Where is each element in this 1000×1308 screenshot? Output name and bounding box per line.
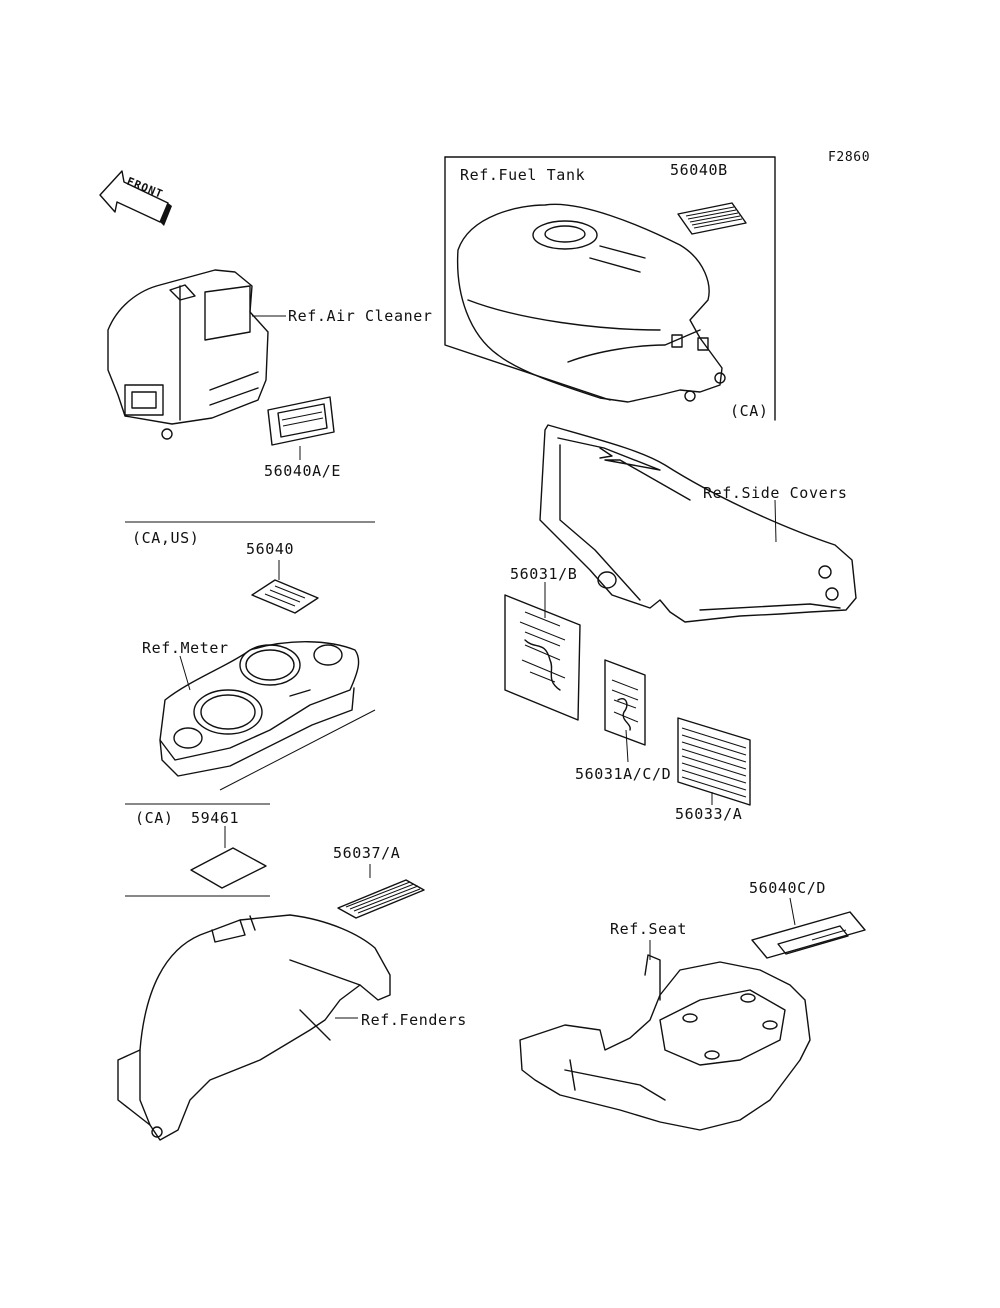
label-56040B-shape: [677, 202, 747, 235]
ref-fenders-label: Ref.Fenders: [361, 1011, 467, 1029]
part-56040B: 56040B: [670, 161, 728, 179]
label-56031ACD-shape: [604, 659, 646, 763]
label-56031B-shape: [504, 582, 581, 721]
meter-section-rule: [219, 709, 376, 791]
region-note-ca-bottom: (CA): [135, 809, 174, 827]
part-56033A: 56033/A: [675, 805, 743, 823]
part-56031B: 56031/B: [510, 565, 578, 583]
seat-cowl-drawing: [519, 940, 811, 1131]
label-56040AE-shape: [267, 396, 335, 460]
label-59461-shape: [190, 826, 267, 889]
ref-meter-label: Ref.Meter: [142, 639, 229, 657]
figure-code: F2860: [828, 150, 871, 165]
part-56040: 56040: [246, 540, 295, 558]
ref-side-covers-label: Ref.Side Covers: [703, 484, 848, 502]
fender-drawing: [117, 914, 391, 1141]
label-56037A-shape: [337, 864, 425, 919]
fuel-tank-drawing: [456, 203, 723, 403]
seat-pad: [659, 989, 786, 1066]
front-arrow-text: FRONT: [125, 175, 165, 201]
region-note-ca-us: (CA,US): [132, 529, 200, 547]
part-56040AE: 56040A/E: [264, 462, 342, 480]
air-cleaner-drawing: [107, 269, 286, 440]
region-note-ca-fuel: (CA): [730, 402, 769, 420]
part-56031ACD: 56031A/C/D: [575, 765, 672, 783]
label-56040-shape: [251, 560, 319, 614]
label-56033A-shape: [677, 717, 751, 806]
part-56037A: 56037/A: [333, 844, 401, 862]
part-59461: 59461: [191, 809, 240, 827]
part-56040CD: 56040C/D: [749, 879, 827, 897]
tachometer-dial: [239, 644, 301, 686]
speedometer-dial: [193, 689, 263, 735]
fuel-tank-box-diagonal: [444, 156, 611, 401]
side-cover-drawing: [539, 424, 857, 623]
meter-drawing: [159, 641, 376, 791]
ref-fuel-tank-label: Ref.Fuel Tank: [460, 166, 586, 184]
ref-air-cleaner-label: Ref.Air Cleaner: [288, 307, 433, 325]
label-56040CD-shape: [751, 897, 866, 959]
fuel-filler-cap: [532, 220, 598, 250]
fuel-tank-group: [444, 156, 776, 421]
ref-seat-label: Ref.Seat: [610, 920, 688, 938]
front-arrow-icon: FRONT: [99, 170, 172, 226]
fuel-tank-box-lines: [444, 156, 776, 421]
